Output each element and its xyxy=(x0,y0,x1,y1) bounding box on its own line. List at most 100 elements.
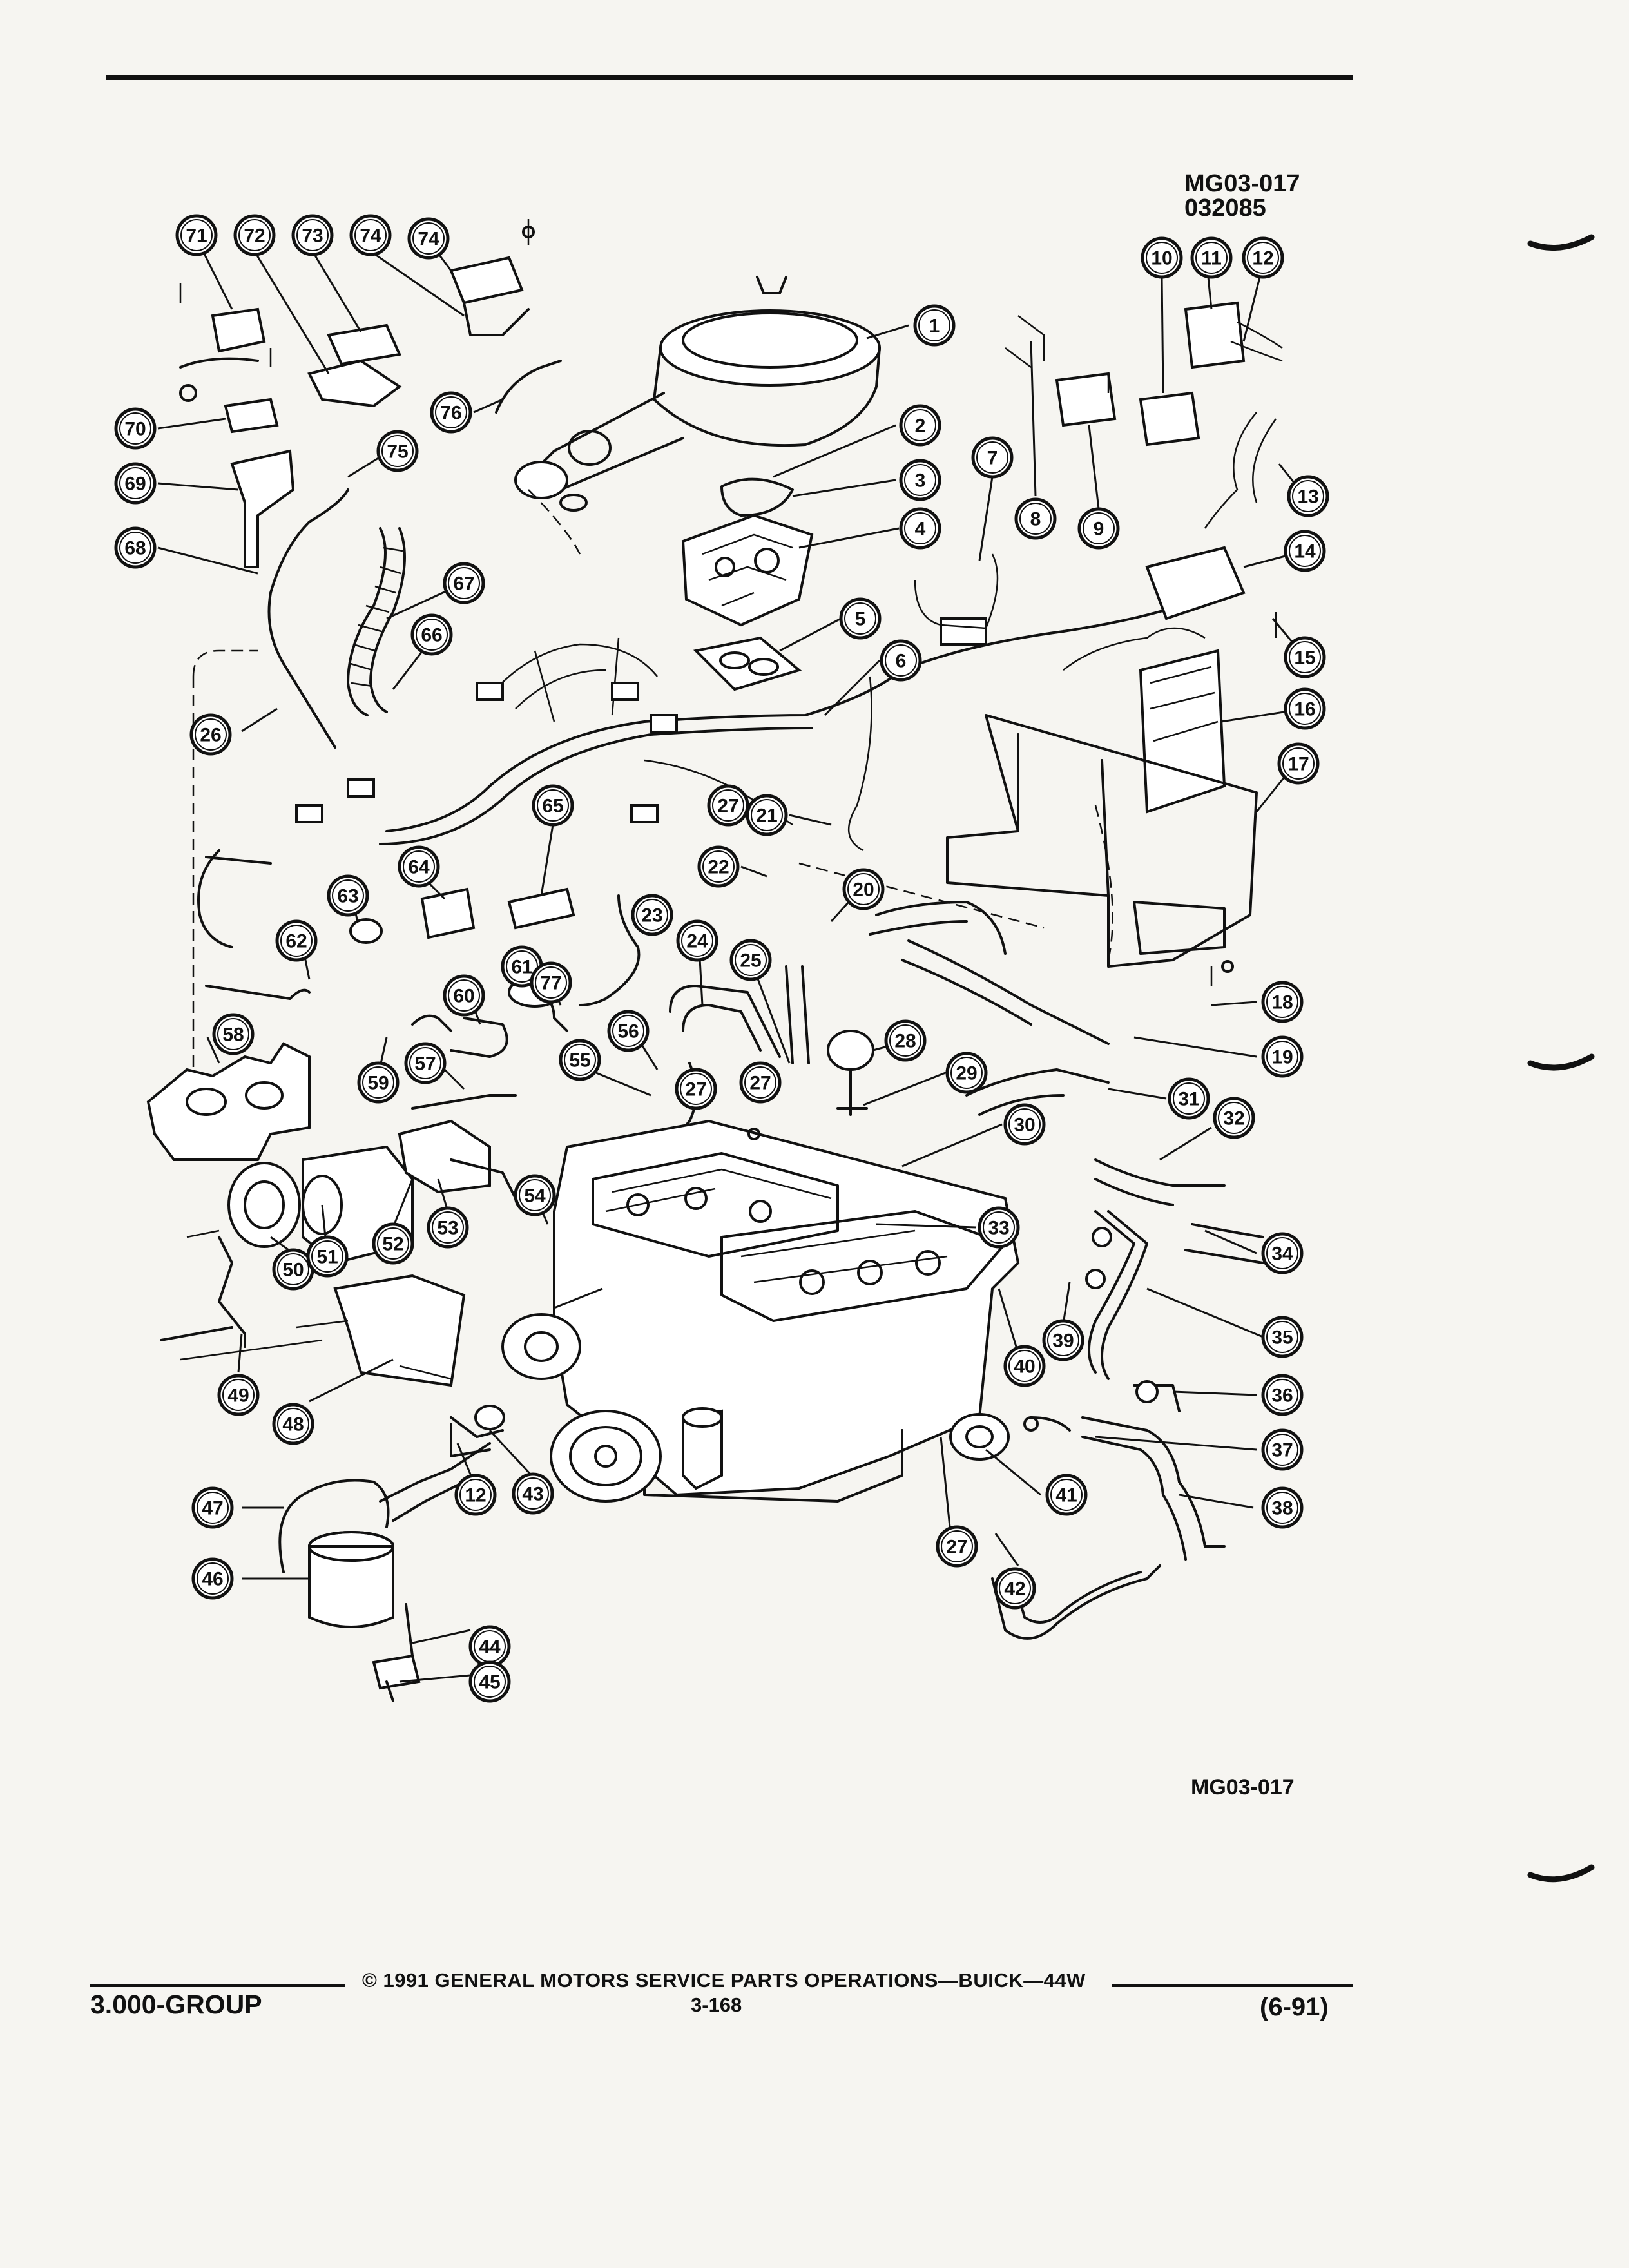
callout-label: 43 xyxy=(522,1484,543,1505)
callout-label: 47 xyxy=(202,1498,223,1519)
callout-49: 49 xyxy=(217,1374,260,1416)
callout-label: 32 xyxy=(1223,1108,1244,1129)
callout-33: 33 xyxy=(978,1206,1020,1249)
gasket xyxy=(720,477,794,517)
callout-label: 15 xyxy=(1294,648,1315,669)
footer-group: 3.000-GROUP xyxy=(90,1990,262,2019)
callout-label: 74 xyxy=(418,229,439,250)
callout-label: 56 xyxy=(617,1021,639,1043)
callout-68: 68 xyxy=(114,526,157,569)
callout-64: 64 xyxy=(398,845,440,888)
callout-label: 5 xyxy=(855,609,866,630)
callout-48: 48 xyxy=(272,1403,314,1445)
ecm-module xyxy=(946,546,1258,968)
leader-lines xyxy=(157,244,1306,1683)
callout-label: 66 xyxy=(421,625,442,646)
callout-31: 31 xyxy=(1168,1077,1210,1120)
callout-58: 58 xyxy=(212,1013,255,1055)
callout-38: 38 xyxy=(1261,1486,1304,1529)
callout-76: 76 xyxy=(430,391,472,434)
callout-label: 40 xyxy=(1014,1356,1035,1378)
footer-copyright: © 1991 GENERAL MOTORS SERVICE PARTS OPER… xyxy=(362,1969,1086,1992)
callout-label: 75 xyxy=(387,441,408,463)
callout-47: 47 xyxy=(191,1486,234,1529)
callout-label: 55 xyxy=(569,1050,590,1072)
callout-27: 27 xyxy=(675,1068,717,1110)
air-cleaner xyxy=(514,276,881,512)
callout-77: 77 xyxy=(530,961,572,1004)
callout-label: 18 xyxy=(1271,992,1293,1014)
callout-37: 37 xyxy=(1261,1428,1304,1471)
callout-36: 36 xyxy=(1261,1374,1304,1416)
footer-page-number: 3-168 xyxy=(691,1994,742,2016)
figure-id: MG03-017 xyxy=(1184,170,1300,197)
callout-65: 65 xyxy=(532,784,574,827)
callout-21: 21 xyxy=(746,794,788,836)
wiring-harness xyxy=(295,598,1206,852)
callout-label: 19 xyxy=(1271,1047,1293,1068)
bolts xyxy=(179,219,1277,1432)
parts-drawing xyxy=(146,219,1283,1702)
callout-label: 50 xyxy=(282,1260,304,1281)
connector-9 xyxy=(1055,372,1117,427)
header-rule xyxy=(106,75,1353,80)
callout-67: 67 xyxy=(443,562,485,604)
callout-label: 44 xyxy=(479,1637,501,1658)
callout-23: 23 xyxy=(631,894,673,936)
callout-label: 74 xyxy=(360,226,381,247)
callout-label: 8 xyxy=(1030,509,1041,530)
callout-label: 58 xyxy=(222,1024,244,1046)
callout-label: 41 xyxy=(1055,1485,1077,1506)
callout-label: 51 xyxy=(316,1247,338,1268)
callout-7: 7 xyxy=(971,436,1014,479)
callout-60: 60 xyxy=(443,974,485,1017)
module-11 xyxy=(1184,301,1246,369)
callout-label: 6 xyxy=(896,651,907,672)
callout-63: 63 xyxy=(327,874,369,917)
callout-label: 48 xyxy=(282,1414,304,1436)
callout-label: 30 xyxy=(1014,1115,1035,1136)
callout-label: 42 xyxy=(1004,1579,1025,1600)
callout-label: 73 xyxy=(302,226,323,247)
callout-label: 12 xyxy=(465,1485,486,1506)
callout-label: 76 xyxy=(440,403,461,424)
callout-label: 54 xyxy=(524,1186,546,1207)
callout-19: 19 xyxy=(1261,1035,1304,1078)
callout-label: 17 xyxy=(1287,754,1309,775)
callout-label: 61 xyxy=(511,957,532,978)
callout-label: 13 xyxy=(1297,486,1318,508)
callout-label: 37 xyxy=(1271,1440,1293,1461)
callout-32: 32 xyxy=(1213,1097,1255,1139)
callout-label: 2 xyxy=(915,416,926,437)
callout-label: 9 xyxy=(1094,519,1104,540)
callout-label: 28 xyxy=(894,1031,916,1052)
callout-label: 62 xyxy=(285,931,307,952)
callout-51: 51 xyxy=(306,1235,349,1278)
callout-label: 64 xyxy=(408,857,430,878)
callout-9: 9 xyxy=(1077,507,1120,550)
callout-40: 40 xyxy=(1003,1345,1046,1387)
callout-label: 11 xyxy=(1201,248,1222,269)
callout-label: 16 xyxy=(1294,699,1315,720)
callout-5: 5 xyxy=(839,597,882,640)
callout-label: 23 xyxy=(641,905,662,927)
callout-12: 12 xyxy=(1242,236,1284,279)
carburetor xyxy=(681,514,814,627)
callout-75: 75 xyxy=(376,430,419,472)
mount-bracket xyxy=(333,1274,466,1387)
callout-label: 52 xyxy=(382,1234,403,1255)
callout-label: 65 xyxy=(542,796,563,817)
callout-17: 17 xyxy=(1277,742,1320,785)
callout-label: 12 xyxy=(1252,248,1273,269)
callout-27: 27 xyxy=(707,784,749,827)
egr-valve xyxy=(827,1030,874,1116)
callout-label: 4 xyxy=(915,519,926,540)
hose-76 xyxy=(267,488,349,749)
callout-59: 59 xyxy=(357,1061,400,1104)
callout-55: 55 xyxy=(559,1039,601,1081)
callout-label: 53 xyxy=(437,1218,458,1239)
figure-caption: MG03-017 xyxy=(1191,1775,1295,1800)
footer-revision: (6-91) xyxy=(1260,1993,1329,2021)
